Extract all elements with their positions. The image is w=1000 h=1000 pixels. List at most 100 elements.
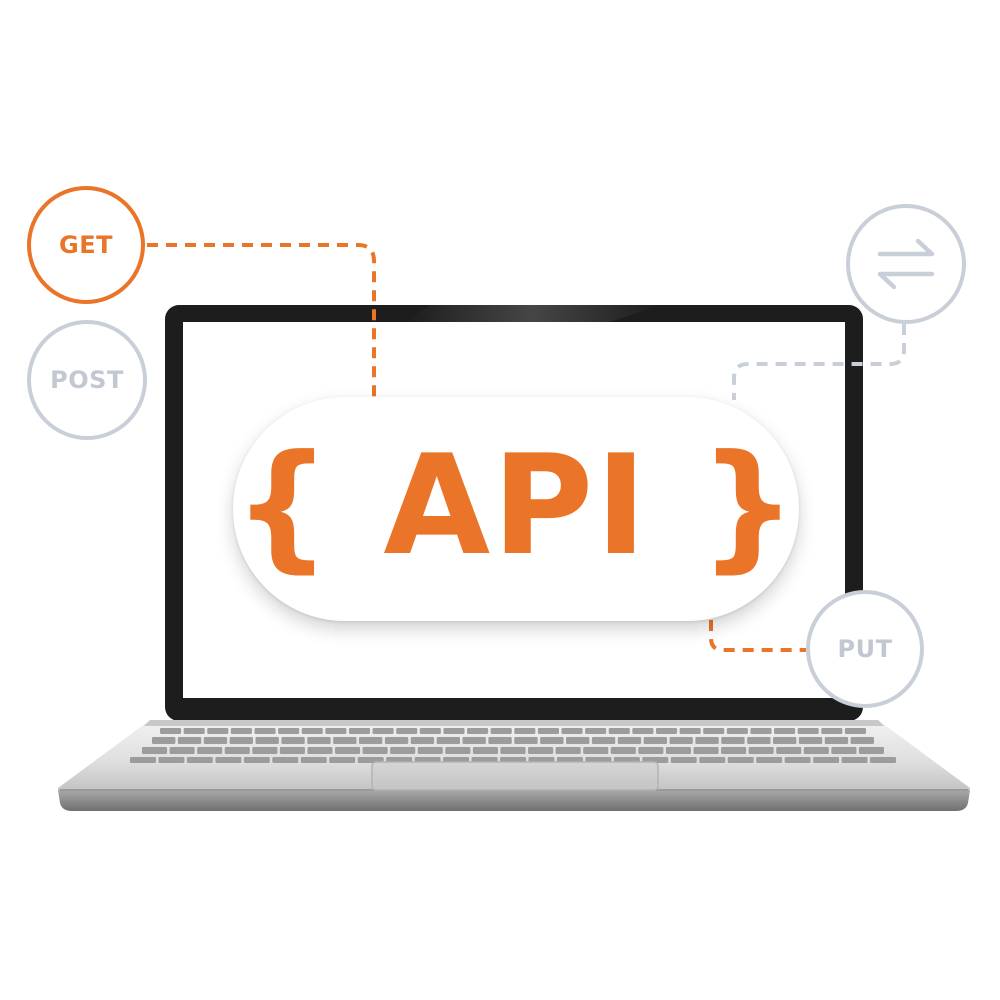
keyboard-key (255, 737, 279, 744)
swap-arrows-icon (877, 238, 935, 290)
keyboard-key (643, 737, 668, 744)
keyboard-key (773, 737, 797, 744)
keyboard-key (841, 757, 868, 763)
keyboard-key (272, 757, 299, 763)
keyboard-key (490, 728, 512, 734)
keyboard-key (821, 728, 843, 734)
keyboard-key (472, 747, 498, 754)
keyboard-key (813, 757, 840, 763)
keyboard-key (798, 737, 823, 744)
keyboard-key (844, 728, 866, 734)
keyboard-key (443, 728, 465, 734)
keyboard-key (797, 728, 819, 734)
keyboard-key (566, 737, 590, 744)
keyboard-key (396, 728, 418, 734)
keyboard-key (197, 747, 223, 754)
keyboard-key (467, 728, 489, 734)
keyboard-key (301, 728, 323, 734)
keyboard-key (831, 747, 857, 754)
trackpad (371, 761, 659, 791)
keyboard-key (583, 747, 609, 754)
post-method-badge: POST (27, 320, 147, 440)
put-method-badge: PUT (806, 590, 924, 708)
keyboard-key (445, 747, 471, 754)
keyboard-key (142, 747, 168, 754)
swap-badge (846, 204, 966, 324)
keyboard-key (279, 747, 305, 754)
keyboard-key (152, 737, 176, 744)
keyboard-key (703, 728, 725, 734)
keyboard-key (638, 747, 664, 754)
keyboard-key (335, 747, 361, 754)
keyboard-key (177, 737, 202, 744)
keyboard-key (160, 728, 182, 734)
keyboard-key (726, 728, 748, 734)
keyboard-key (419, 728, 441, 734)
keyboard-key (850, 737, 875, 744)
keyboard-key (462, 737, 486, 744)
keyboard-key (727, 757, 754, 763)
keyboard-key (169, 747, 195, 754)
keyboard-key (679, 728, 701, 734)
keyboard-key (585, 728, 607, 734)
keyboard-key (803, 747, 829, 754)
keyboard-key (858, 747, 884, 754)
keyboard-key (699, 757, 726, 763)
keyboard-key (776, 747, 802, 754)
keyboard-key (348, 728, 371, 734)
keyboard-key (655, 728, 678, 734)
keyboard-key (670, 757, 697, 763)
keyboard-key (130, 757, 156, 763)
keyboard-key (488, 737, 512, 744)
keyboard-key (281, 737, 305, 744)
keyboard-key (410, 737, 435, 744)
api-badge: { API } (233, 397, 799, 621)
keyboard-key (500, 747, 526, 754)
api-label: { API } (233, 425, 799, 586)
keyboard-key (514, 728, 536, 734)
get-label: GET (59, 231, 113, 259)
keyboard-key (230, 728, 252, 734)
keyboard-key (372, 728, 394, 734)
keyboard-key (307, 737, 331, 744)
keyboard-key (617, 737, 642, 744)
keyboard-key (632, 728, 654, 734)
keyboard-key (870, 757, 896, 763)
keyboard-key (695, 737, 719, 744)
keyboard-key (748, 747, 774, 754)
keyboard-key (254, 728, 276, 734)
keyboard-key (384, 737, 409, 744)
keyboard-key (693, 747, 719, 754)
keyboard-key (665, 747, 691, 754)
keyboard-key (229, 737, 254, 744)
keyboard-key (207, 728, 229, 734)
get-method-badge: GET (27, 186, 145, 304)
keyboard-key (750, 728, 772, 734)
keyboard-key (307, 747, 333, 754)
keyboard-key (528, 747, 554, 754)
keyboard-key (721, 747, 747, 754)
keyboard-key (591, 737, 616, 744)
swap-connector (732, 324, 906, 400)
keyboard-key (721, 737, 745, 744)
keyboard-key (747, 737, 771, 744)
keyboard-key (224, 747, 250, 754)
keyboard-key (329, 757, 356, 763)
keyboard-key (300, 757, 327, 763)
keyboard-key (514, 737, 538, 744)
keyboard-key (215, 757, 242, 763)
keyboard-key (784, 757, 811, 763)
keyboard-key (608, 728, 630, 734)
keyboard-key (555, 747, 581, 754)
keyboard-key (252, 747, 278, 754)
keyboard-key (390, 747, 416, 754)
keyboard-key (669, 737, 693, 744)
put-connector (709, 620, 806, 652)
keyboard-key (561, 728, 583, 734)
keyboard-key (333, 737, 357, 744)
put-label: PUT (837, 635, 893, 663)
keyboard-key (203, 737, 228, 744)
keyboard-key (610, 747, 636, 754)
post-label: POST (50, 366, 124, 394)
